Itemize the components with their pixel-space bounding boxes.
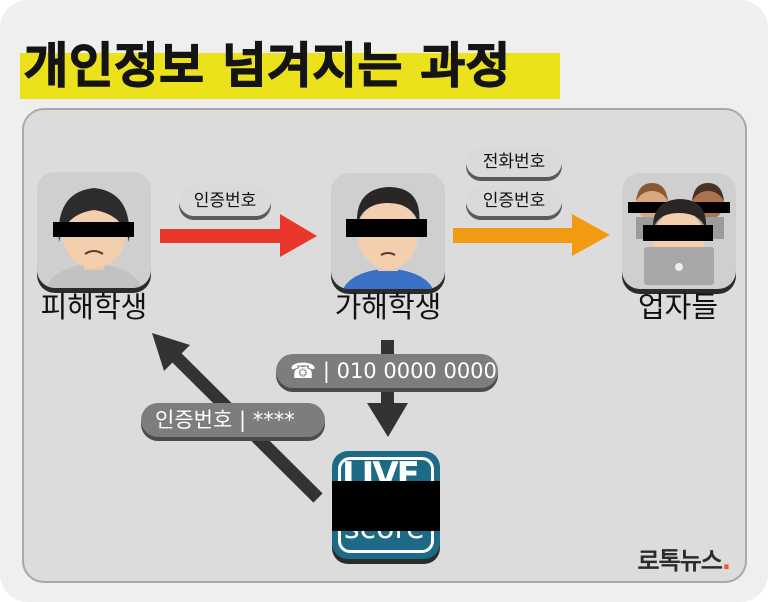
censor-bar [332,481,440,531]
orange-arrow-icon [453,214,610,256]
vendors-label: 업자들 [637,290,719,324]
offender-label: 가해학생 [334,290,442,324]
page-title: 개인정보 넘겨지는 과정 [23,37,512,95]
brand-logo: 로톡뉴스. [637,541,731,576]
victim-label: 피해학생 [40,290,148,324]
title-highlight [20,53,560,99]
live-score-app-icon: LIVE score [332,451,440,559]
sad-person-icon [46,188,142,288]
vendors-tile [622,173,736,289]
auth-code-masked-pill: 인증번호 | **** [141,403,325,437]
red-arrow-icon [160,214,317,257]
edge-label-auth-code: 인증번호 [179,186,271,216]
brand-name: 로톡뉴스 [637,547,723,575]
pouting-man-icon [343,187,433,289]
offender-tile [331,173,445,289]
phone-number-pill: ☎ | 010 0000 0000 [276,354,498,388]
edge-label-auth-code-2: 인증번호 [466,186,562,216]
edge-label-phone-number: 전화번호 [466,147,562,177]
laptop-workers-icon [628,183,730,285]
victim-tile [37,172,151,288]
brand-dot: . [721,547,731,575]
